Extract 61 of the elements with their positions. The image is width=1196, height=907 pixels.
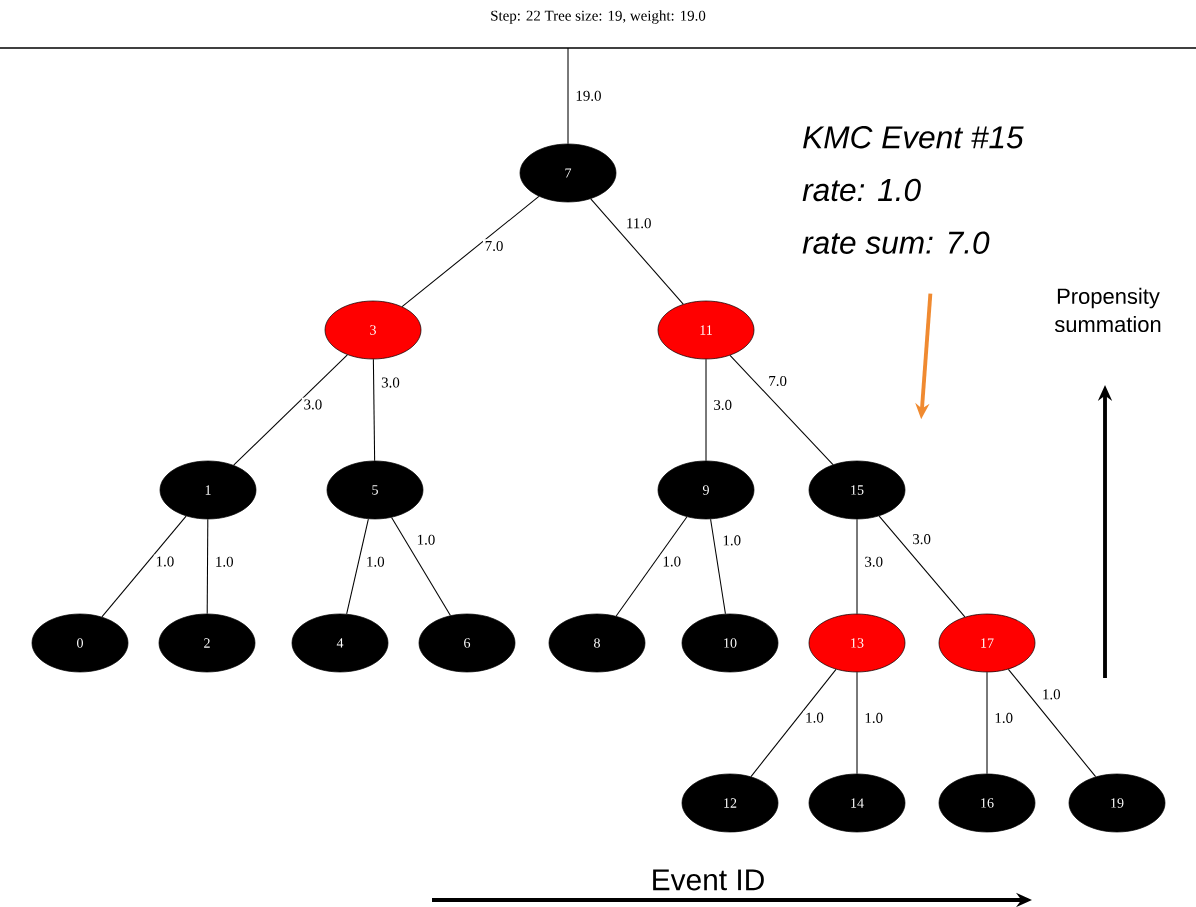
edge-label: 1.0 xyxy=(364,554,387,569)
edge-label: 1.0 xyxy=(660,554,683,569)
edge-label: 3.0 xyxy=(301,397,324,412)
tree-edge xyxy=(729,354,834,466)
tree-node: 19 xyxy=(1068,773,1166,833)
tree-edge xyxy=(346,518,369,615)
tree-edge xyxy=(391,517,451,616)
tree-edge xyxy=(878,515,966,618)
edge-label: 3.0 xyxy=(379,375,402,390)
edge-label: 7.0 xyxy=(482,239,506,253)
edge-label: 3.0 xyxy=(862,554,885,569)
axis-label: Propensity summation xyxy=(1054,287,1161,333)
edge-label: 1.0 xyxy=(720,533,743,548)
tree-node: 14 xyxy=(808,773,906,833)
tree-node: 15 xyxy=(808,460,906,520)
tree-edge xyxy=(1007,668,1097,778)
tree-node: 11 xyxy=(657,300,755,360)
edge-label: 1.0 xyxy=(153,554,176,569)
tree-node: 4 xyxy=(291,613,389,673)
edge-label: 7.0 xyxy=(766,374,789,388)
edge-label: 1.0 xyxy=(1040,687,1063,702)
edge-label: 11.0 xyxy=(624,216,654,231)
edge-label: 1.0 xyxy=(213,554,236,569)
tree-node: 1 xyxy=(159,460,257,520)
edge-label: 1.0 xyxy=(803,710,826,725)
tree-edge xyxy=(615,516,688,617)
tree-node: 0 xyxy=(31,613,129,673)
edge-label: 1.0 xyxy=(992,711,1015,725)
tree-node: 6 xyxy=(418,613,516,673)
edge-label: 1.0 xyxy=(414,532,438,547)
tree-node: 5 xyxy=(326,460,424,520)
tree-edge xyxy=(856,518,858,615)
tree-edge xyxy=(101,515,187,618)
tree-node: 2 xyxy=(158,613,256,673)
tree-edge xyxy=(705,358,707,462)
tree-node: 8 xyxy=(548,613,646,673)
tree-node: 16 xyxy=(938,773,1036,833)
tree-node: 7 xyxy=(519,143,617,203)
edge-label: 3.0 xyxy=(910,532,933,546)
tree-edge xyxy=(710,518,726,615)
tree-node: 17 xyxy=(938,613,1036,673)
tree-node: 10 xyxy=(681,613,779,673)
tree-node: 3 xyxy=(324,300,422,360)
tree-edge xyxy=(206,518,209,615)
event-annotation: KMC Event #15 rate: 1.0 rate sum: 7.0 xyxy=(802,126,1024,254)
axis-label: Event ID xyxy=(653,869,764,891)
tree-edge xyxy=(567,47,569,145)
tree-node: 12 xyxy=(681,773,779,833)
edge-label: 19.0 xyxy=(573,89,604,103)
tree-edge xyxy=(986,671,988,775)
tree-node: 9 xyxy=(657,460,755,520)
tree-edge xyxy=(401,195,540,308)
tree-edge xyxy=(750,668,837,778)
edge-label: 1.0 xyxy=(862,711,885,725)
tree-edge xyxy=(372,358,376,462)
tree-edge xyxy=(233,354,348,466)
tree-edge xyxy=(856,671,858,775)
chart-title: Step: 22 Tree size: 19, weight: 19.0 xyxy=(491,10,706,24)
edge-label: 3.0 xyxy=(711,398,734,412)
tree-node: 13 xyxy=(808,613,906,673)
tree-edge xyxy=(590,198,684,305)
